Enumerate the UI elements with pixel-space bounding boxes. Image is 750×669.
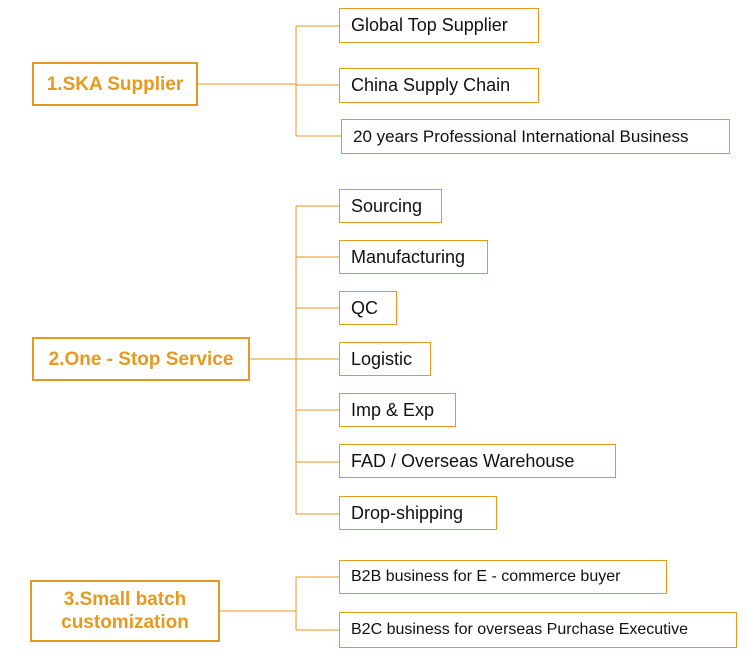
item-label: 20 years Professional International Busi… — [353, 126, 689, 146]
item-qc: QC — [339, 291, 397, 325]
item-label: B2C business for overseas Purchase Execu… — [351, 621, 689, 638]
item-fad-overseas-warehouse: FAD / Overseas Warehouse — [339, 444, 616, 478]
item-label: Imp & Exp — [351, 399, 435, 420]
item-label: China Supply Chain — [351, 75, 511, 95]
item-global-top-supplier: Global Top Supplier — [339, 8, 539, 43]
category-one-stop-service: 2.One - Stop Service — [32, 337, 250, 381]
item-label: B2B business for E - commerce buyer — [351, 568, 621, 585]
category-title: 1.SKA Supplier — [46, 73, 184, 95]
item-label: Drop-shipping — [351, 502, 464, 523]
item-imp-exp: Imp & Exp — [339, 393, 456, 427]
category-small-batch-customization: 3.Small batch customization — [30, 580, 220, 642]
item-professional-international-business: 20 years Professional International Busi… — [341, 119, 730, 154]
category-title-line-1: 3.Small batch — [63, 589, 187, 610]
item-drop-shipping: Drop-shipping — [339, 496, 497, 530]
category-title-line-2: customization — [61, 612, 189, 633]
category-title: 2.One - Stop Service — [48, 348, 234, 370]
item-b2c-business: B2C business for overseas Purchase Execu… — [339, 612, 737, 648]
item-china-supply-chain: China Supply Chain — [339, 68, 539, 103]
category-ska-supplier: 1.SKA Supplier — [32, 62, 198, 106]
item-label: QC — [351, 297, 378, 318]
item-label: Manufacturing — [351, 246, 466, 267]
item-label: Sourcing — [351, 195, 423, 216]
item-label: FAD / Overseas Warehouse — [351, 450, 575, 471]
item-manufacturing: Manufacturing — [339, 240, 488, 274]
item-label: Logistic — [351, 348, 413, 369]
item-logistic: Logistic — [339, 342, 431, 376]
item-sourcing: Sourcing — [339, 189, 442, 223]
item-b2b-business: B2B business for E - commerce buyer — [339, 560, 667, 594]
item-label: Global Top Supplier — [351, 15, 508, 35]
